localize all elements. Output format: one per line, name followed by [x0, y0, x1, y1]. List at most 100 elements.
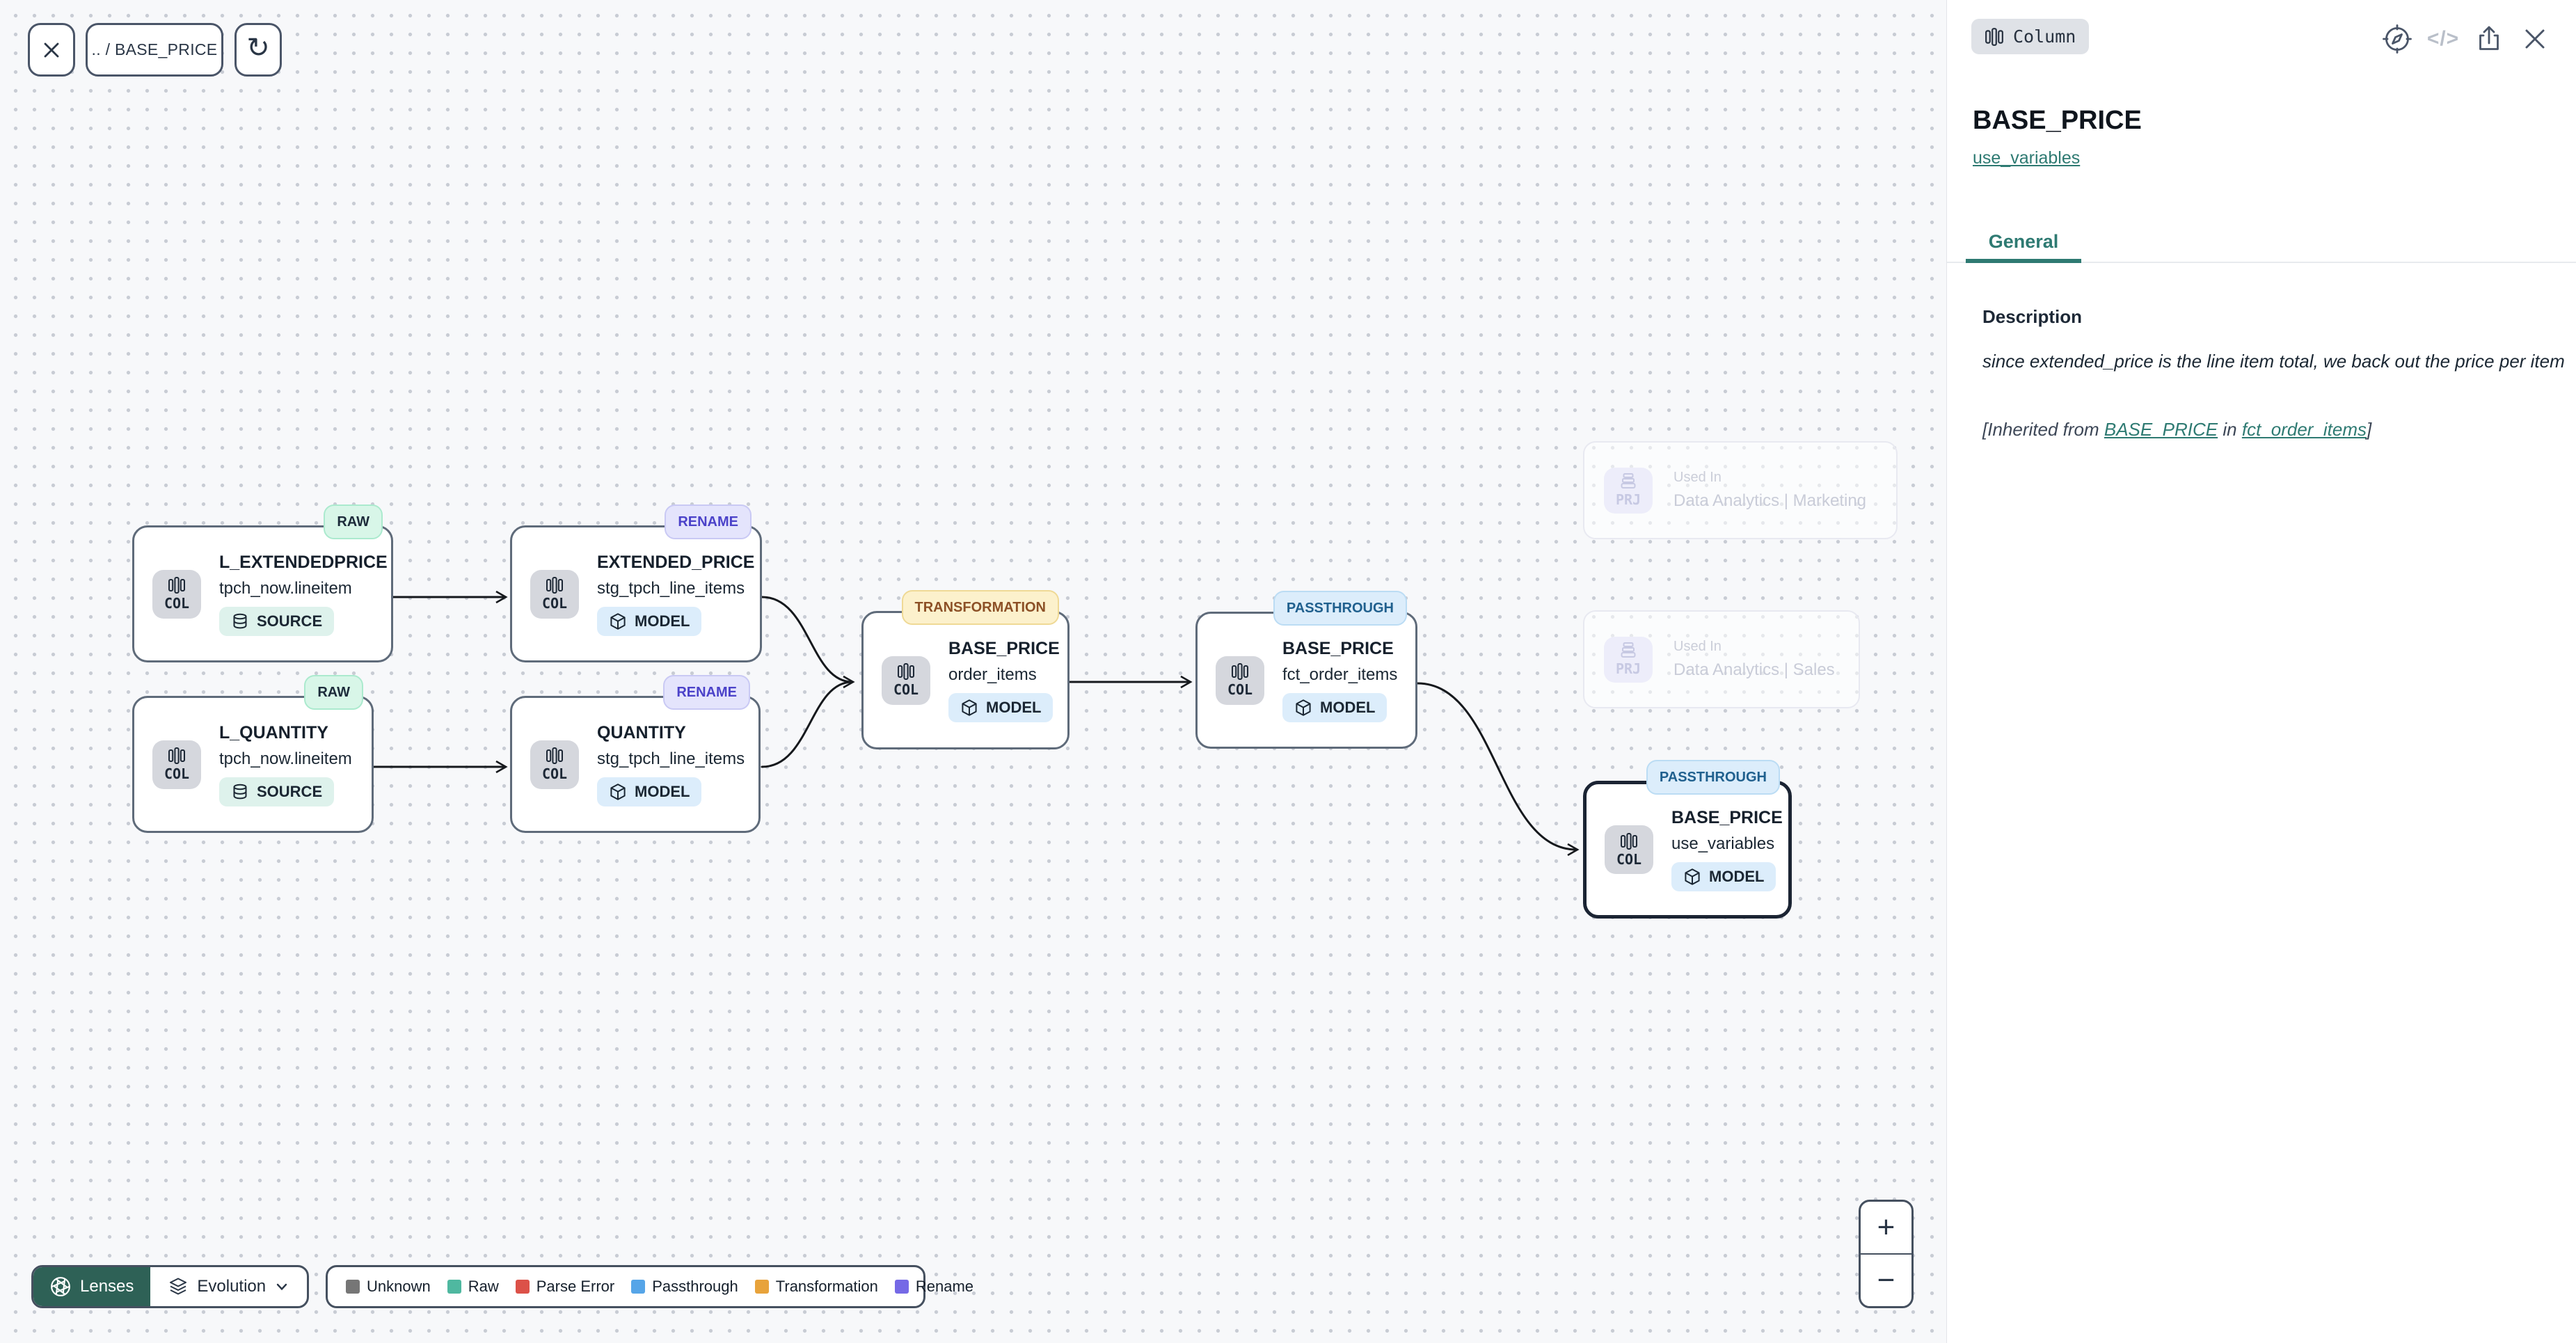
- zoom-in-button[interactable]: +: [1861, 1202, 1911, 1255]
- inherited-suffix: ]: [2367, 419, 2372, 440]
- inherited-model-link[interactable]: fct_order_items: [2241, 419, 2367, 440]
- refresh-button[interactable]: ↻: [234, 23, 282, 77]
- lineage-node-base-price-fct-order-items[interactable]: PASSTHROUGH COL BASE_PRICE fct_order_ite…: [1195, 591, 1417, 749]
- chip-label: SOURCE: [257, 782, 323, 800]
- column-kind-box: COL: [1216, 655, 1264, 705]
- model-chip: MODEL: [1671, 862, 1776, 891]
- edge-type-badge: RENAME: [663, 675, 750, 710]
- edge-type-badge: TRANSFORMATION: [901, 590, 1059, 625]
- project-stack-icon: [1621, 473, 1636, 488]
- legend-label: Raw: [468, 1278, 499, 1295]
- panel-title: BASE_PRICE: [1973, 106, 2142, 135]
- lens-mode-dropdown[interactable]: Evolution: [150, 1267, 307, 1306]
- edge-type-badge: PASSTHROUGH: [1646, 760, 1780, 795]
- model-chip: MODEL: [597, 606, 702, 636]
- legend-swatch: [346, 1280, 360, 1294]
- details-panel: Column </>: [1946, 0, 2576, 1343]
- inherited-column-link[interactable]: BASE_PRICE: [2104, 419, 2218, 440]
- lineage-canvas[interactable]: PRJ Used In Data Analytics | Marketing P…: [0, 0, 1946, 1343]
- close-icon: [44, 42, 59, 57]
- legend-item-raw: Raw: [447, 1278, 499, 1296]
- explore-button[interactable]: [2381, 23, 2413, 55]
- legend-item-transformation: Transformation: [754, 1278, 878, 1296]
- legend-label: Unknown: [367, 1278, 431, 1295]
- edge-type-badge: RAW: [304, 675, 363, 710]
- kind-label: COL: [1227, 681, 1253, 698]
- project-kind-icon: PRJ: [1604, 636, 1653, 683]
- view-code-button[interactable]: </>: [2427, 23, 2459, 55]
- lens-mode-label: Evolution: [197, 1277, 267, 1296]
- panel-tabbar: General: [1947, 224, 2576, 263]
- close-lineage-button[interactable]: [28, 23, 75, 77]
- chip-label: MODEL: [986, 698, 1042, 716]
- edge-type-badge: RENAME: [665, 504, 752, 539]
- lenses-control: Lenses Evolution: [31, 1265, 310, 1308]
- node-title: L_EXTENDEDPRICE: [219, 552, 388, 572]
- close-panel-button[interactable]: [2519, 23, 2551, 55]
- kind-label: PRJ: [1615, 660, 1641, 677]
- lens-legend: Unknown Raw Parse Error Passthrough Tran…: [326, 1265, 973, 1308]
- chevron-down-icon: [276, 1283, 287, 1291]
- node-subtitle: stg_tpch_line_items: [597, 578, 745, 598]
- entity-type-badge: Column: [1971, 19, 2090, 54]
- inherited-infix: in: [2218, 419, 2242, 440]
- node-subtitle: stg_tpch_line_items: [597, 749, 745, 768]
- chip-label: MODEL: [635, 612, 690, 630]
- lineage-node-base-price-order-items[interactable]: TRANSFORMATION COL BASE_PRICE order_item…: [861, 590, 1070, 749]
- close-icon: [2525, 29, 2545, 49]
- share-button[interactable]: [2473, 23, 2505, 55]
- node-title: QUANTITY: [597, 722, 686, 742]
- source-chip: SOURCE: [219, 777, 335, 806]
- legend-swatch: [515, 1280, 530, 1294]
- node-title: L_QUANTITY: [219, 722, 328, 742]
- source-chip: SOURCE: [219, 606, 335, 636]
- share-icon: [2479, 26, 2499, 50]
- panel-actions: </>: [2381, 23, 2551, 55]
- lineage-node-base-price-use-variables-selected[interactable]: PASSTHROUGH COL BASE_PRICE use_variables…: [1583, 760, 1792, 919]
- code-icon: </>: [2426, 27, 2460, 50]
- node-title: BASE_PRICE: [1671, 808, 1783, 827]
- breadcrumb[interactable]: .. / BASE_PRICE: [86, 23, 223, 77]
- kind-label: PRJ: [1615, 491, 1641, 508]
- lenses-button[interactable]: Lenses: [33, 1267, 151, 1306]
- cube-icon: [1296, 699, 1311, 716]
- node-subtitle: tpch_now.lineitem: [219, 578, 352, 598]
- columns-icon: [1232, 663, 1248, 680]
- model-link[interactable]: use_variables: [1973, 148, 2081, 168]
- cube-icon: [610, 612, 626, 630]
- model-chip: MODEL: [1282, 692, 1388, 722]
- edge-quantity-baseprice: [761, 681, 854, 768]
- kind-label: COL: [1616, 850, 1642, 868]
- lineage-node-quantity[interactable]: RENAME COL QUANTITY stg_tpch_line_items …: [510, 675, 761, 833]
- used-in-label: Used In: [1673, 639, 1722, 654]
- database-icon: [233, 613, 247, 628]
- used-in-node-sales[interactable]: PRJ Used In Data Analytics | Sales: [1583, 610, 1860, 708]
- columns-icon: [546, 747, 563, 764]
- node-title: BASE_PRICE: [1282, 638, 1394, 658]
- tab-general[interactable]: General: [1966, 224, 2081, 263]
- layers-icon: [170, 1278, 187, 1295]
- lineage-node-l-quantity[interactable]: RAW COL L_QUANTITY tpch_now.lineitem SOU…: [132, 675, 374, 833]
- cube-icon: [610, 783, 626, 800]
- lineage-node-l-extendedprice[interactable]: RAW COL L_EXTENDEDPRICE tpch_now.lineite…: [132, 504, 393, 662]
- lineage-node-extended-price[interactable]: RENAME COL EXTENDED_PRICE stg_tpch_line_…: [510, 504, 762, 662]
- legend-swatch: [894, 1280, 909, 1294]
- compass-icon: [2383, 24, 2412, 54]
- zoom-out-button[interactable]: −: [1877, 1263, 1895, 1297]
- edge-fctorderitems-usevariables: [1416, 682, 1580, 857]
- inherited-prefix: [Inherited from: [1982, 419, 2104, 440]
- kind-label: COL: [164, 765, 190, 782]
- column-kind-box: COL: [882, 655, 930, 705]
- cube-icon: [1685, 868, 1700, 885]
- legend-swatch: [447, 1280, 461, 1294]
- legend-label: Passthrough: [652, 1278, 738, 1295]
- legend-label: Parse Error: [536, 1278, 615, 1295]
- aperture-icon: [51, 1277, 70, 1296]
- used-in-node-marketing[interactable]: PRJ Used In Data Analytics | Marketing: [1583, 441, 1898, 539]
- node-subtitle: tpch_now.lineitem: [219, 749, 352, 768]
- kind-label: COL: [893, 681, 919, 698]
- column-kind-box: COL: [152, 569, 201, 619]
- edge-type-badge: PASSTHROUGH: [1273, 591, 1407, 626]
- kind-label: COL: [541, 595, 568, 612]
